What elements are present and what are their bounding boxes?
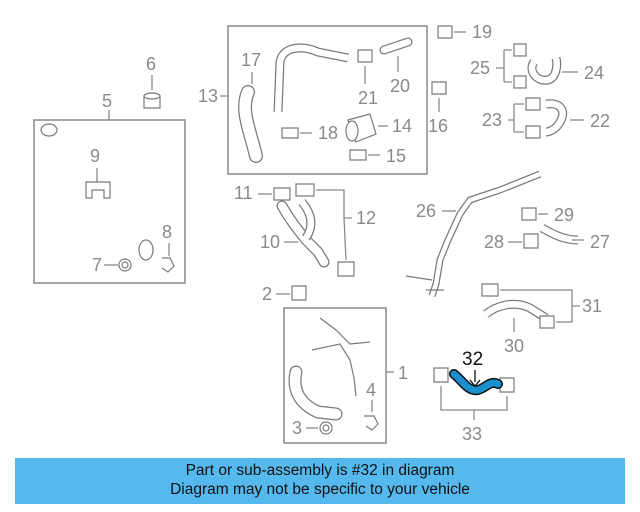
banner-line-1: Part or sub-assembly is #32 in diagram bbox=[185, 462, 455, 479]
callout-9[interactable]: 9 bbox=[90, 146, 100, 166]
callout-21[interactable]: 21 bbox=[358, 88, 378, 108]
callout-31[interactable]: 31 bbox=[582, 296, 602, 316]
group-24-25: 25 24 bbox=[470, 43, 604, 89]
callout-25[interactable]: 25 bbox=[470, 58, 490, 78]
group-2: 2 bbox=[262, 284, 307, 304]
group-1: 1 4 3 bbox=[283, 307, 408, 444]
clamp-11[interactable] bbox=[273, 187, 291, 201]
group-26: 26 bbox=[405, 170, 542, 298]
banner-line-2: Diagram may not be specific to your vehi… bbox=[170, 481, 470, 498]
clamp-33a[interactable] bbox=[433, 367, 449, 383]
group-30-31: 31 30 bbox=[481, 283, 602, 356]
callout-11[interactable]: 11 bbox=[234, 183, 253, 203]
clamp-12b[interactable] bbox=[337, 261, 355, 277]
group-1-box bbox=[283, 307, 387, 444]
clamp-23a[interactable] bbox=[525, 97, 541, 111]
callout-23[interactable]: 23 bbox=[482, 110, 502, 130]
clamp-29[interactable] bbox=[521, 207, 537, 221]
bracket-9[interactable] bbox=[85, 181, 111, 199]
group-12: 11 12 10 bbox=[234, 183, 376, 277]
clamp-21[interactable] bbox=[357, 49, 373, 63]
callout-33[interactable]: 33 bbox=[462, 424, 482, 444]
callout-30[interactable]: 30 bbox=[504, 336, 524, 356]
callout-22[interactable]: 22 bbox=[590, 111, 610, 131]
clamp-25a[interactable] bbox=[513, 43, 527, 57]
group-6: 6 bbox=[143, 54, 161, 109]
group-19: 19 bbox=[437, 22, 492, 42]
callout-10[interactable]: 10 bbox=[260, 232, 280, 252]
group-22-23: 23 22 bbox=[482, 97, 610, 139]
clamp-15[interactable] bbox=[349, 149, 367, 161]
group-16: 16 bbox=[428, 81, 448, 136]
callout-14[interactable]: 14 bbox=[392, 116, 412, 136]
hose-32-highlighted[interactable] bbox=[450, 370, 502, 394]
callout-5[interactable]: 5 bbox=[102, 91, 112, 111]
callout-24[interactable]: 24 bbox=[584, 63, 604, 83]
clamp-12a[interactable] bbox=[295, 183, 315, 197]
clamp-16[interactable] bbox=[431, 81, 447, 95]
callout-29[interactable]: 29 bbox=[554, 205, 574, 225]
group-13: 13 17 21 20 18 14 15 bbox=[198, 25, 428, 175]
clip-8[interactable] bbox=[161, 257, 175, 273]
callout-20[interactable]: 20 bbox=[390, 76, 410, 96]
parts-diagram: 5 9 7 8 6 13 17 bbox=[33, 22, 610, 444]
clamp-2[interactable] bbox=[291, 285, 307, 301]
pipe-1[interactable] bbox=[319, 317, 371, 345]
callout-6[interactable]: 6 bbox=[146, 54, 156, 74]
clamp-25b[interactable] bbox=[513, 75, 527, 89]
callout-32[interactable]: 32 bbox=[462, 349, 483, 370]
clip-4[interactable] bbox=[364, 415, 379, 431]
clamp-18[interactable] bbox=[281, 127, 299, 139]
callout-18[interactable]: 18 bbox=[318, 123, 338, 143]
callout-17[interactable]: 17 bbox=[241, 50, 261, 70]
clamp-31a[interactable] bbox=[481, 283, 499, 297]
callout-26[interactable]: 26 bbox=[416, 201, 436, 221]
callout-13[interactable]: 13 bbox=[198, 86, 218, 106]
callout-12[interactable]: 12 bbox=[356, 208, 376, 228]
callout-19[interactable]: 19 bbox=[472, 22, 492, 42]
clamp-28[interactable] bbox=[523, 233, 539, 249]
clamp-19[interactable] bbox=[437, 25, 453, 39]
group-27-29: 29 28 27 bbox=[484, 205, 610, 252]
group-13-box bbox=[227, 25, 428, 175]
callout-27[interactable]: 27 bbox=[590, 232, 610, 252]
callout-8[interactable]: 8 bbox=[162, 222, 172, 242]
clamp-31b[interactable] bbox=[539, 315, 555, 329]
callout-28[interactable]: 28 bbox=[484, 232, 504, 252]
callout-15[interactable]: 15 bbox=[386, 146, 406, 166]
info-banner: Part or sub-assembly is #32 in diagram D… bbox=[15, 458, 625, 504]
clamp-23b[interactable] bbox=[525, 125, 541, 139]
callout-7[interactable]: 7 bbox=[92, 255, 102, 275]
callout-1[interactable]: 1 bbox=[398, 363, 408, 383]
callout-2[interactable]: 2 bbox=[262, 284, 272, 304]
callout-4[interactable]: 4 bbox=[366, 380, 376, 400]
callout-3[interactable]: 3 bbox=[292, 418, 302, 438]
group-32-33: 32 33 bbox=[433, 349, 515, 444]
group-5: 5 9 7 8 bbox=[33, 91, 186, 284]
callout-16[interactable]: 16 bbox=[428, 116, 448, 136]
